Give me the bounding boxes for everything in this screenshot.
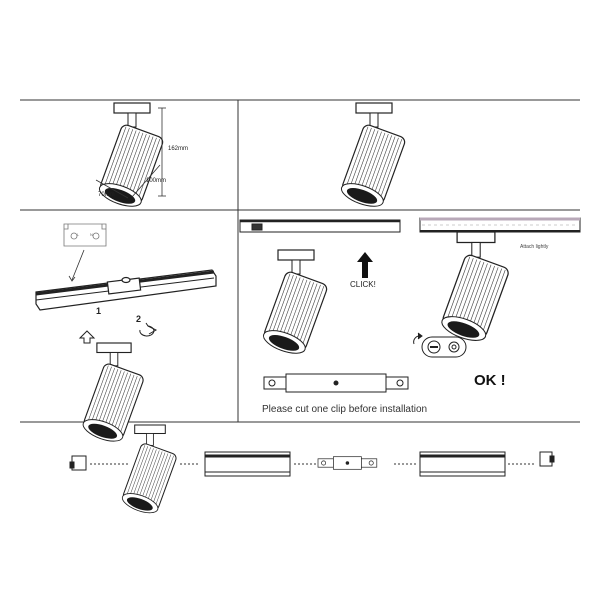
click-arrow-icon [357, 252, 373, 278]
spotlight-dimensioned [98, 102, 164, 207]
spotlight-click [262, 249, 328, 354]
spotlight-attached [441, 231, 509, 341]
step-2-label: 2 [136, 314, 142, 324]
up-arrow-icon [78, 330, 96, 344]
track-connector [263, 373, 409, 393]
rotate-arrow-icon [139, 322, 158, 337]
spotlight-assembly [121, 424, 177, 514]
attach-lightly-label: Attach lightly [520, 244, 549, 250]
step-1-label: 1 [96, 306, 102, 316]
dimension-lines [95, 107, 166, 199]
profile-live-label: L [77, 232, 80, 237]
track-rail-5 [419, 451, 506, 477]
profile-neutral-label: N [90, 232, 93, 237]
click-label: CLICK! [350, 280, 376, 289]
height-dimension: 162mm [168, 146, 189, 152]
track-profile-inset [63, 223, 107, 282]
end-cap-left [69, 455, 87, 471]
track-connector-small [317, 456, 378, 470]
end-cap-right [539, 451, 555, 467]
lock-switch-icon [413, 332, 467, 358]
width-dimension: 70mm [98, 192, 115, 198]
track-rail-2 [239, 219, 401, 233]
spotlight-step [82, 342, 144, 442]
track-rail-4 [204, 451, 291, 477]
track-rail-3 [419, 217, 581, 233]
spotlight-side-view [340, 102, 406, 207]
track-rail-1 [35, 269, 217, 311]
installation-caption: Please cut one clip before installation [262, 404, 428, 415]
ok-label: OK ! [474, 372, 506, 389]
depth-dimension: 100mm [146, 178, 167, 184]
